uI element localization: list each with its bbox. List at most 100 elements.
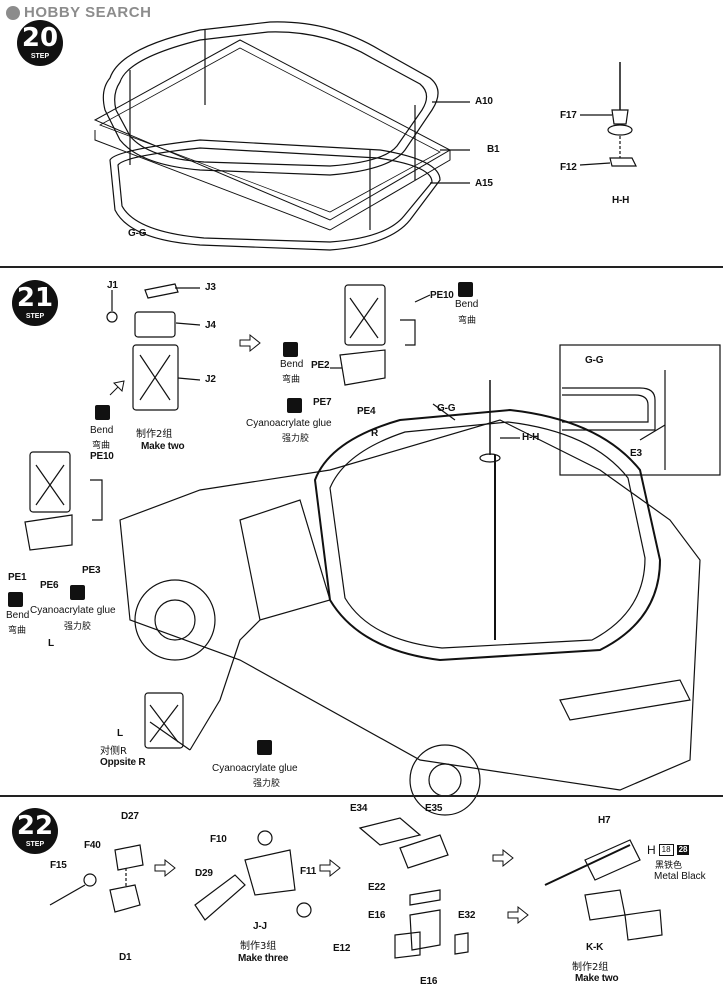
bend-icon <box>95 405 110 420</box>
label-j1: J1 <box>107 280 118 291</box>
opposite-cn: 对侧R <box>100 746 127 757</box>
label-pe7: PE7 <box>313 397 332 408</box>
label-pe6: PE6 <box>40 580 59 591</box>
paint-code-1: 18 <box>658 844 674 856</box>
step20-badge: 20 STEP <box>17 20 63 66</box>
label-f15: F15 <box>50 860 67 871</box>
make-two-en-22: Make two <box>575 973 619 984</box>
bend-label-en: Bend <box>280 359 304 370</box>
label-r: R <box>371 428 379 439</box>
step-number: 22 <box>16 811 54 841</box>
label-j3: J3 <box>205 282 216 293</box>
label-pe3: PE3 <box>82 565 101 576</box>
step22-badge: 22 STEP <box>12 808 58 854</box>
label-e35: E35 <box>425 803 443 814</box>
glue-label-en: Cyanoacrylate glue <box>246 418 332 429</box>
make-two-cn-22: 制作2组 <box>572 962 609 973</box>
step21-jerrycan-right <box>330 284 431 386</box>
glue-label-cn: 强力胶 <box>253 779 281 789</box>
label-hh-vehicle: H-H <box>522 432 540 443</box>
label-hh-step20: H-H <box>612 195 630 206</box>
step20-antenna <box>579 62 637 167</box>
label-inset-gg: G-G <box>585 355 604 366</box>
step-number: 20 <box>21 23 59 53</box>
paint-name-en: Metal Black <box>654 871 706 882</box>
step-word: STEP <box>25 841 45 848</box>
step21-badge: 21 STEP <box>12 280 58 326</box>
step-word: STEP <box>30 53 50 60</box>
paint-code-2: 28 <box>676 845 690 855</box>
label-e3: E3 <box>630 448 642 459</box>
label-j2: J2 <box>205 374 216 385</box>
label-e32: E32 <box>458 910 476 921</box>
make-three-en: Make three <box>238 953 289 964</box>
step21-jerrycan-bottom <box>144 692 184 749</box>
bend-icon <box>8 592 23 607</box>
label-j4: J4 <box>205 320 216 331</box>
bend-icon <box>283 342 298 357</box>
watermark-logo: HOBBY SEARCH <box>6 4 151 21</box>
glue-label-cn: 强力胶 <box>282 434 310 444</box>
label-f12: F12 <box>560 162 577 173</box>
label-pe10-top: PE10 <box>430 290 454 301</box>
label-pe1: PE1 <box>8 572 27 583</box>
paint-letter: H <box>647 843 656 857</box>
logo-circle-icon <box>6 5 20 20</box>
label-f40: F40 <box>84 840 101 851</box>
label-a15: A15 <box>475 178 493 189</box>
paint-name-cn: 黑铁色 <box>655 861 683 871</box>
label-gg-step20: G-G <box>128 228 147 239</box>
make-two-en: Make two <box>141 441 185 452</box>
label-l-left: L <box>48 638 54 649</box>
glue-icon <box>287 398 302 413</box>
make-two-cn: 制作2组 <box>136 429 173 440</box>
bend-label-cn: 弯曲 <box>92 441 111 451</box>
bend-label-en: Bend <box>6 610 30 621</box>
label-jj: J-J <box>253 921 267 932</box>
flow-arrows <box>109 333 529 925</box>
make-three-cn: 制作3组 <box>240 941 277 952</box>
label-f10: F10 <box>210 834 227 845</box>
step22-parts <box>49 817 663 959</box>
logo-text: HOBBY SEARCH <box>24 4 152 21</box>
label-e34: E34 <box>350 803 368 814</box>
step21-vehicle-body <box>119 380 701 816</box>
label-f11: F11 <box>300 866 317 877</box>
step21-inset <box>559 344 721 476</box>
label-b1: B1 <box>487 144 500 155</box>
divider-step21-22 <box>0 795 723 797</box>
divider-step20-21 <box>0 266 723 268</box>
label-d1: D1 <box>119 952 132 963</box>
label-pe2: PE2 <box>311 360 330 371</box>
label-kk: K-K <box>586 942 604 953</box>
step-word: STEP <box>25 313 45 320</box>
label-h7: H7 <box>598 815 611 826</box>
label-d27: D27 <box>121 811 139 822</box>
paint-reference: H 18 28 <box>647 843 690 857</box>
bend-label-cn: 弯曲 <box>8 626 27 636</box>
glue-label-cn: 强力胶 <box>64 622 92 632</box>
label-d29: D29 <box>195 868 213 879</box>
bend-label-cn: 弯曲 <box>458 316 477 326</box>
label-l-bottom: L <box>117 728 123 739</box>
bend-label-en: Bend <box>455 299 479 310</box>
bend-label-cn: 弯曲 <box>282 375 301 385</box>
step21-jerrycan-left <box>24 451 103 551</box>
label-a10: A10 <box>475 96 493 107</box>
label-e22: E22 <box>368 882 386 893</box>
opposite-en: Oppsite R <box>100 757 146 768</box>
glue-icon <box>70 585 85 600</box>
bend-icon <box>458 282 473 297</box>
label-e16b: E16 <box>420 976 438 987</box>
label-pe4: PE4 <box>357 406 376 417</box>
label-pe10-left: PE10 <box>90 451 114 462</box>
step21-jerrycan-assembly <box>106 283 201 411</box>
step20-frames <box>93 21 470 251</box>
label-f17: F17 <box>560 110 577 121</box>
label-e12: E12 <box>333 943 351 954</box>
label-gg-vehicle: G-G <box>437 403 456 414</box>
glue-icon <box>257 740 272 755</box>
step-number: 21 <box>16 283 54 313</box>
label-e16: E16 <box>368 910 386 921</box>
